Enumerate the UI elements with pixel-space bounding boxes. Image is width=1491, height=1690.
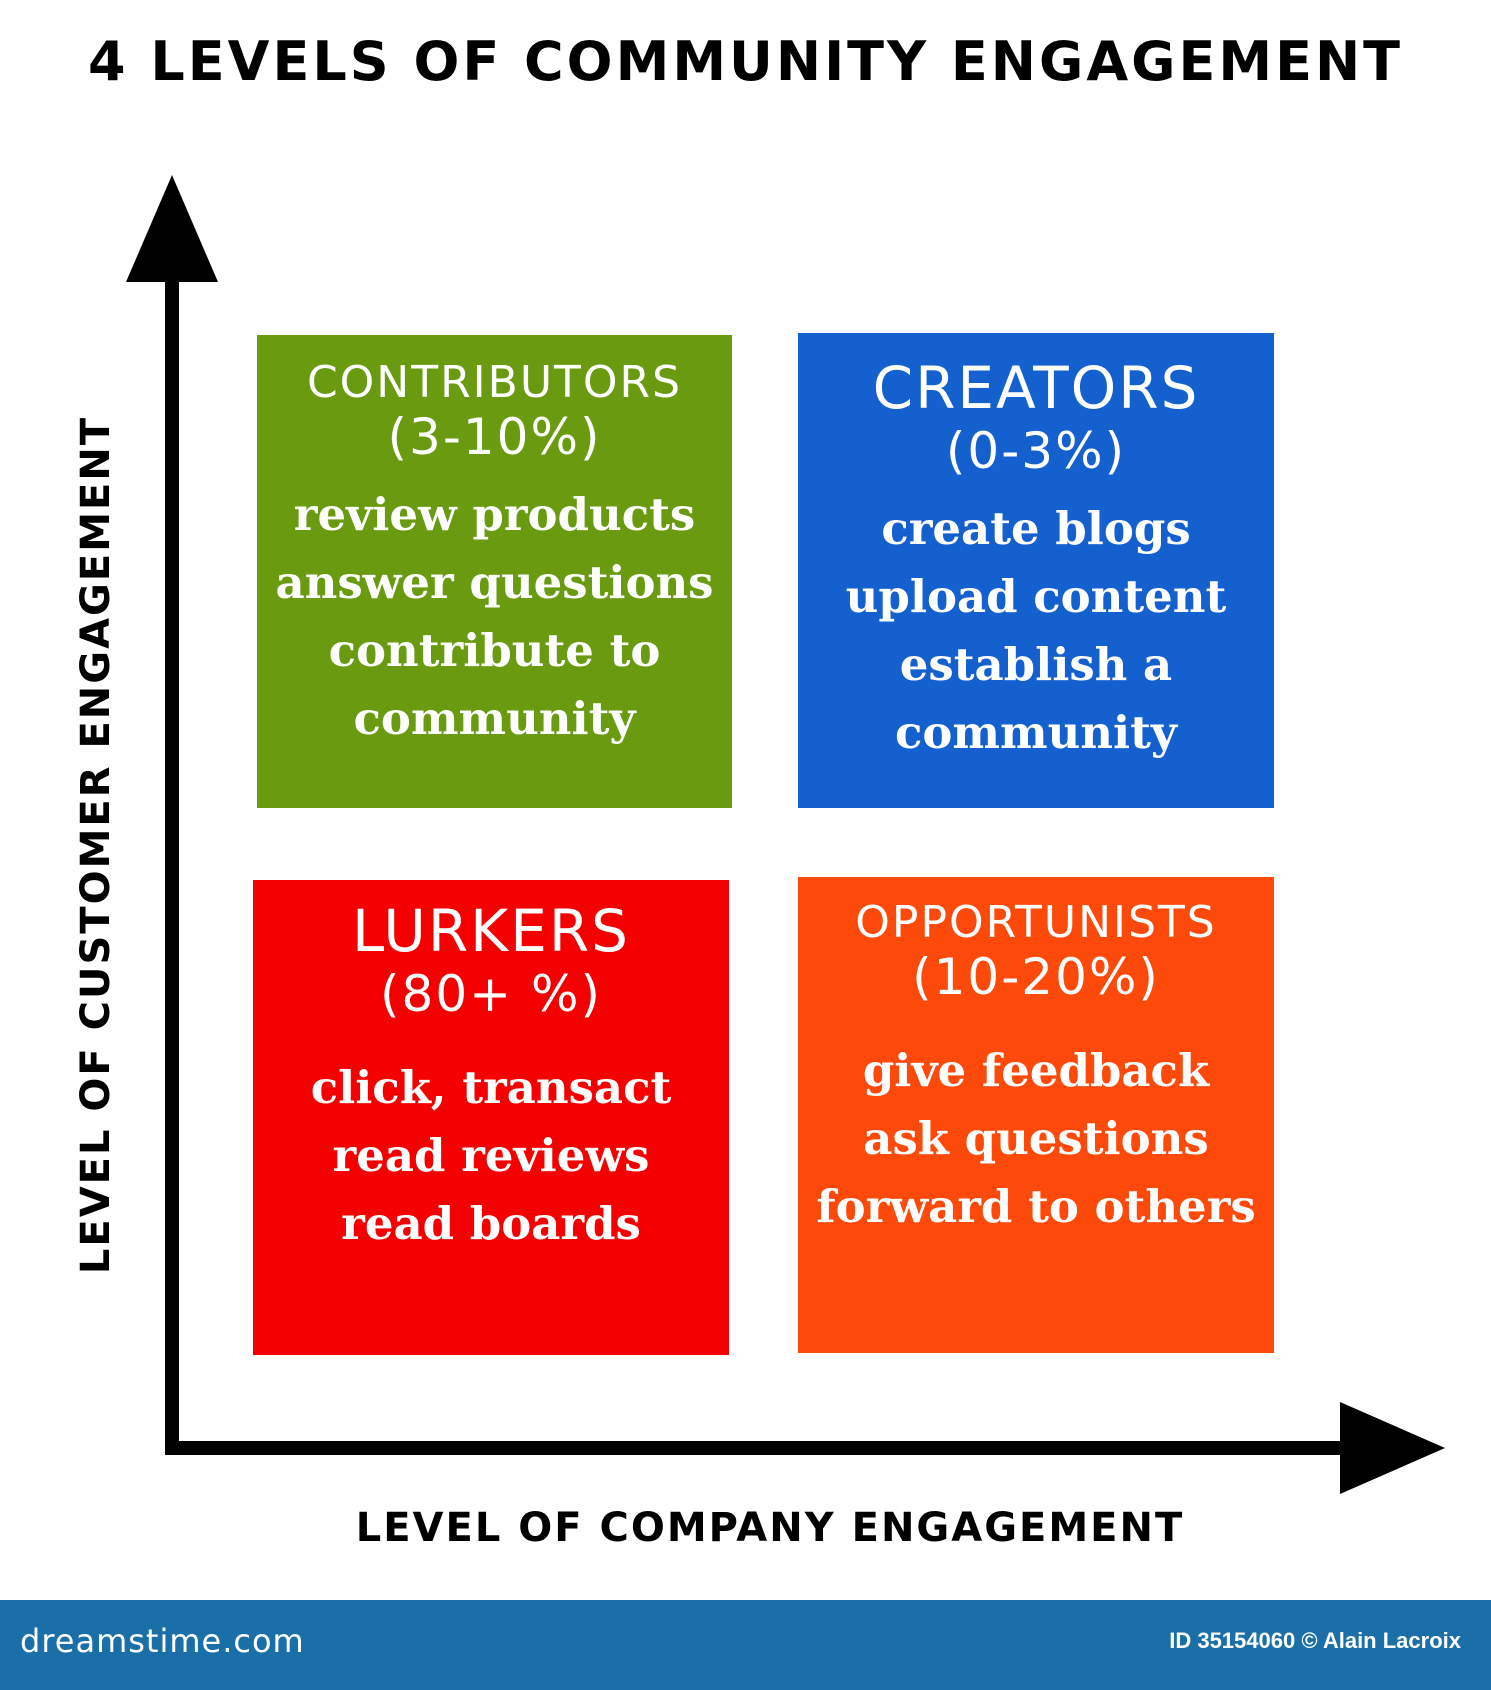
x-axis-label: LEVEL OF COMPANY ENGAGEMENT bbox=[355, 1505, 1185, 1551]
quadrant-title: CONTRIBUTORS bbox=[306, 357, 683, 408]
image-credit: ID 35154060 © Alain Lacroix bbox=[1169, 1628, 1461, 1653]
quadrant-activity: contribute to bbox=[328, 624, 661, 678]
quadrant-lurkers: LURKERS (80+ %) click, transact read rev… bbox=[253, 880, 729, 1355]
quadrant-percent: (80+ %) bbox=[380, 964, 602, 1023]
quadrant-activity: ask questions bbox=[863, 1112, 1209, 1166]
quadrant-percent: (0-3%) bbox=[945, 421, 1127, 480]
quadrant-title: LURKERS bbox=[352, 897, 630, 965]
y-axis-arrowhead bbox=[126, 175, 218, 282]
quadrant-activity: forward to others bbox=[816, 1180, 1256, 1234]
diagram-title: 4 LEVELS OF COMMUNITY ENGAGEMENT bbox=[88, 30, 1403, 93]
quadrant-activity: community bbox=[353, 692, 636, 746]
quadrant-creators: CREATORS (0-3%) create blogs upload cont… bbox=[798, 333, 1274, 808]
quadrant-activity: upload content bbox=[845, 569, 1227, 623]
quadrant-activity: establish a bbox=[899, 637, 1173, 691]
axes bbox=[126, 175, 1445, 1494]
quadrant-title: CREATORS bbox=[872, 354, 1200, 422]
quadrant-activity: create blogs bbox=[881, 501, 1191, 555]
quadrant-activity: answer questions bbox=[275, 556, 714, 610]
y-axis-label: LEVEL OF CUSTOMER ENGAGEMENT bbox=[73, 415, 119, 1275]
quadrant-activity: click, transact bbox=[310, 1060, 672, 1114]
quadrant-activity: community bbox=[894, 705, 1178, 759]
quadrant-contributors: CONTRIBUTORS (3-10%) review products ans… bbox=[257, 335, 732, 808]
footer-bar: dreamstime.com ID 35154060 © Alain Lacro… bbox=[0, 1600, 1491, 1690]
quadrant-percent: (10-20%) bbox=[912, 948, 1160, 1007]
site-logo-text[interactable]: dreamstime.com bbox=[20, 1622, 305, 1660]
quadrant-title: OPPORTUNISTS bbox=[855, 897, 1217, 948]
quadrant-activity: give feedback bbox=[862, 1044, 1210, 1098]
quadrant-activity: review products bbox=[293, 488, 696, 542]
quadrant-opportunists: OPPORTUNISTS (10-20%) give feedback ask … bbox=[798, 877, 1274, 1353]
quadrant-activity: read boards bbox=[341, 1196, 641, 1250]
quadrant-percent: (3-10%) bbox=[387, 408, 602, 467]
quadrant-activity: read reviews bbox=[332, 1128, 650, 1182]
x-axis-arrowhead bbox=[1340, 1402, 1445, 1494]
